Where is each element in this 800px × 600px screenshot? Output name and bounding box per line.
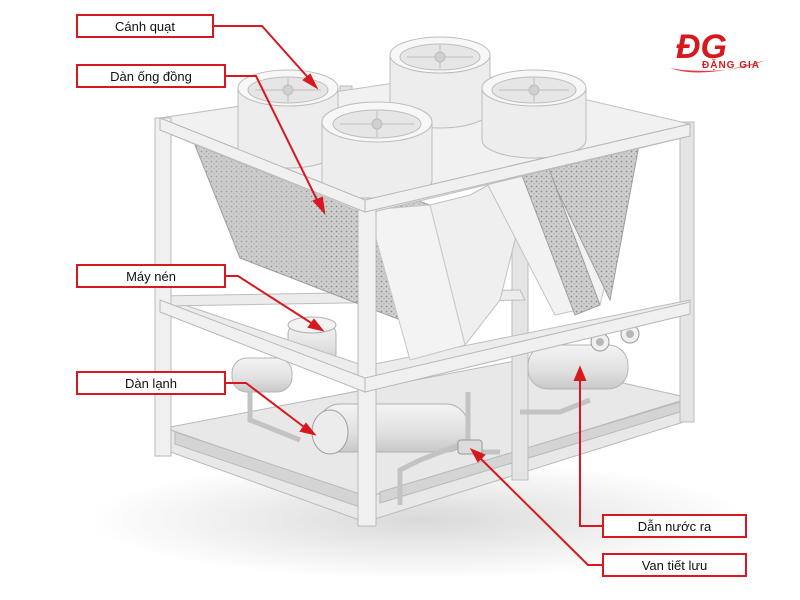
callout-dan-nuoc-ra: Dẫn nước ra	[602, 514, 747, 538]
fan-4	[321, 101, 433, 201]
fan-3	[481, 69, 587, 159]
leader-dan-ong-dong	[226, 75, 326, 216]
leader-lines	[214, 25, 602, 566]
leader-dan-lanh	[226, 382, 317, 436]
leader-may-nen	[226, 275, 325, 332]
leader-canh-quat	[214, 25, 319, 90]
frame-front	[154, 117, 691, 527]
callout-dan-ong-dong: Dàn ống đồng	[76, 64, 226, 88]
callout-dan-lanh: Dàn lạnh	[76, 371, 226, 395]
logo-wordmark: ĐẶNG GIA	[702, 60, 760, 71]
leader-van-tiet-luu	[469, 447, 602, 566]
logo-monogram: ĐG	[676, 28, 727, 66]
callout-canh-quat: Cánh quạt	[76, 14, 214, 38]
callout-may-nen: Máy nén	[76, 264, 226, 288]
callout-van-tiet-luu: Van tiết lưu	[602, 553, 747, 577]
expansion-valve	[457, 439, 483, 455]
brand-logo: ĐG	[670, 28, 766, 73]
leader-dan-nuoc-ra	[573, 365, 602, 527]
condenser-coils	[184, 119, 641, 361]
evaporator-left	[231, 357, 469, 455]
floor-shadow	[90, 460, 750, 580]
